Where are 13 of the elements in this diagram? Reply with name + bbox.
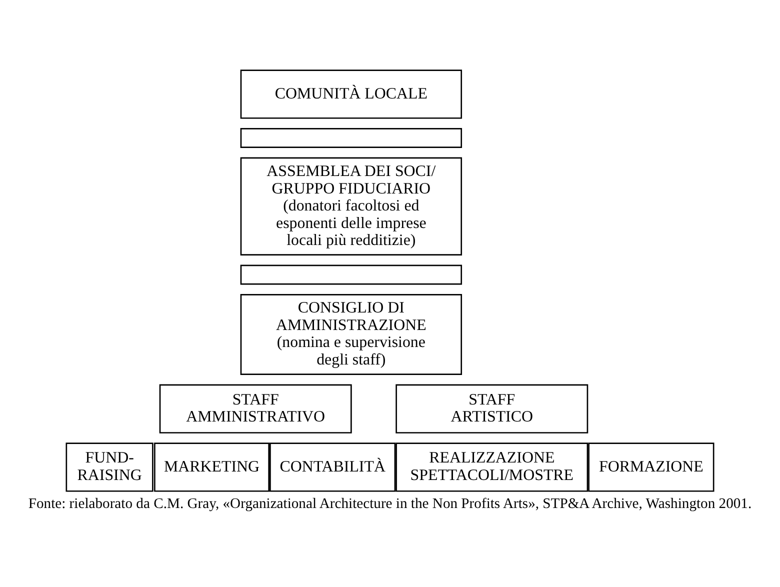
node-box: REALIZZAZIONE SPETTACOLI/MOSTRE: [396, 442, 588, 492]
node-box: ASSEMBLEA DEI SOCI/ GRUPPO FIDUCIARIO (donatori facoltosi ed esponenti delle imprese locali più redditizie): [240, 156, 462, 255]
node-box: CONTABILITÀ: [270, 442, 396, 492]
node-box: MARKETING: [154, 442, 270, 492]
node-box: COMUNITÀ LOCALE: [240, 69, 462, 118]
node-box: FORMAZIONE: [588, 442, 714, 492]
caption: Fonte: rielaborato da C.M. Gray, «Organizational Architecture in the Non Profits Arts», STP&A Archive, Washington 2001.: [28, 496, 752, 512]
node-box: CONSIGLIO DI AMMINISTRAZIONE (nomina e supervisione degli staff): [240, 294, 462, 374]
node-box: [240, 264, 462, 284]
node-box: STAFF ARTISTICO: [396, 384, 588, 433]
node-box: [240, 128, 462, 148]
node-box: FUND- RAISING: [66, 442, 154, 492]
node-box: STAFF AMMINISTRATIVO: [159, 384, 352, 433]
